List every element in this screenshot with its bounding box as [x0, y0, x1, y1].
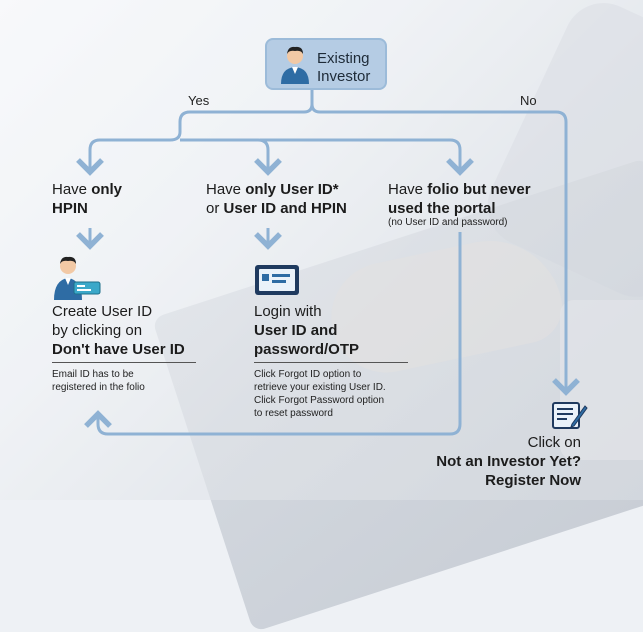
col1-note: Email ID has to be registered in the fol…	[52, 368, 145, 394]
col2-action-bold1: User ID and	[254, 322, 338, 339]
register-bold1: Not an Investor Yet?	[436, 453, 581, 470]
col2-note3: Click Forgot Password option	[254, 395, 385, 406]
col3-subnote: (no User ID and password)	[388, 217, 508, 228]
col2-action: Login with User ID and password/OTP	[254, 302, 359, 359]
person-icon	[281, 46, 309, 84]
connector-to-col3	[260, 138, 474, 176]
col1-title-bold1: only	[91, 181, 123, 198]
branch-label-yes: Yes	[188, 93, 210, 108]
col1-title-bold2: HPIN	[52, 200, 88, 217]
col2-note4: to reset password	[254, 408, 333, 419]
connector-col3-loop	[84, 232, 462, 436]
col1-condition: Have only HPIN	[52, 180, 122, 218]
col2-action-bold2: password/OTP	[254, 341, 360, 358]
start-label-line1: Existing	[317, 50, 370, 67]
col1-action1: Create User ID	[52, 303, 153, 320]
col2-condition: Have only User ID* or User ID and HPIN	[206, 180, 347, 218]
col2-title-pre: Have	[206, 181, 246, 198]
col2-title-line2-pre: or	[206, 200, 224, 217]
col1-action: Create User ID by clicking on Don't have…	[52, 302, 185, 359]
col1-action2: by clicking on	[52, 322, 143, 339]
start-label-line2: Investor	[317, 68, 371, 85]
existing-investor-node: Existing Investor	[265, 38, 387, 90]
branch-label-no: No	[520, 93, 537, 108]
flow-connectors	[76, 90, 580, 436]
register-bold2: Register Now	[485, 472, 581, 489]
form-pen-icon	[552, 402, 588, 429]
col3-title-bold1: folio but never	[427, 181, 531, 198]
col3-title-bold2: used the portal	[388, 200, 496, 217]
connector-to-col2	[180, 138, 282, 176]
col1-note2: registered in the folio	[52, 382, 145, 393]
col2-title-bold1: only User ID*	[245, 181, 339, 198]
col2-note: Click Forgot ID option to retrieve your …	[254, 368, 386, 420]
col3-title-pre: Have	[388, 181, 428, 198]
col2-note1: Click Forgot ID option to	[254, 369, 362, 380]
person-with-card-icon	[54, 256, 101, 300]
col2-action1: Login with	[254, 303, 322, 320]
col2-divider	[254, 362, 408, 363]
col3-condition: Have folio but never used the portal	[388, 180, 531, 218]
col1-note1: Email ID has to be	[52, 369, 134, 380]
col1-divider	[52, 362, 196, 363]
col2-title-bold2: User ID and HPIN	[223, 200, 347, 217]
col2-note2: retrieve your existing User ID.	[254, 382, 386, 393]
col1-title-pre: Have	[52, 181, 92, 198]
register-node: Click on Not an Investor Yet? Register N…	[436, 433, 581, 490]
col1-action-bold: Don't have User ID	[52, 341, 185, 358]
login-screen-icon	[255, 265, 299, 295]
connector-yes-branch	[76, 103, 314, 176]
register-line1: Click on	[527, 434, 581, 451]
connector-no-branch	[310, 103, 580, 396]
